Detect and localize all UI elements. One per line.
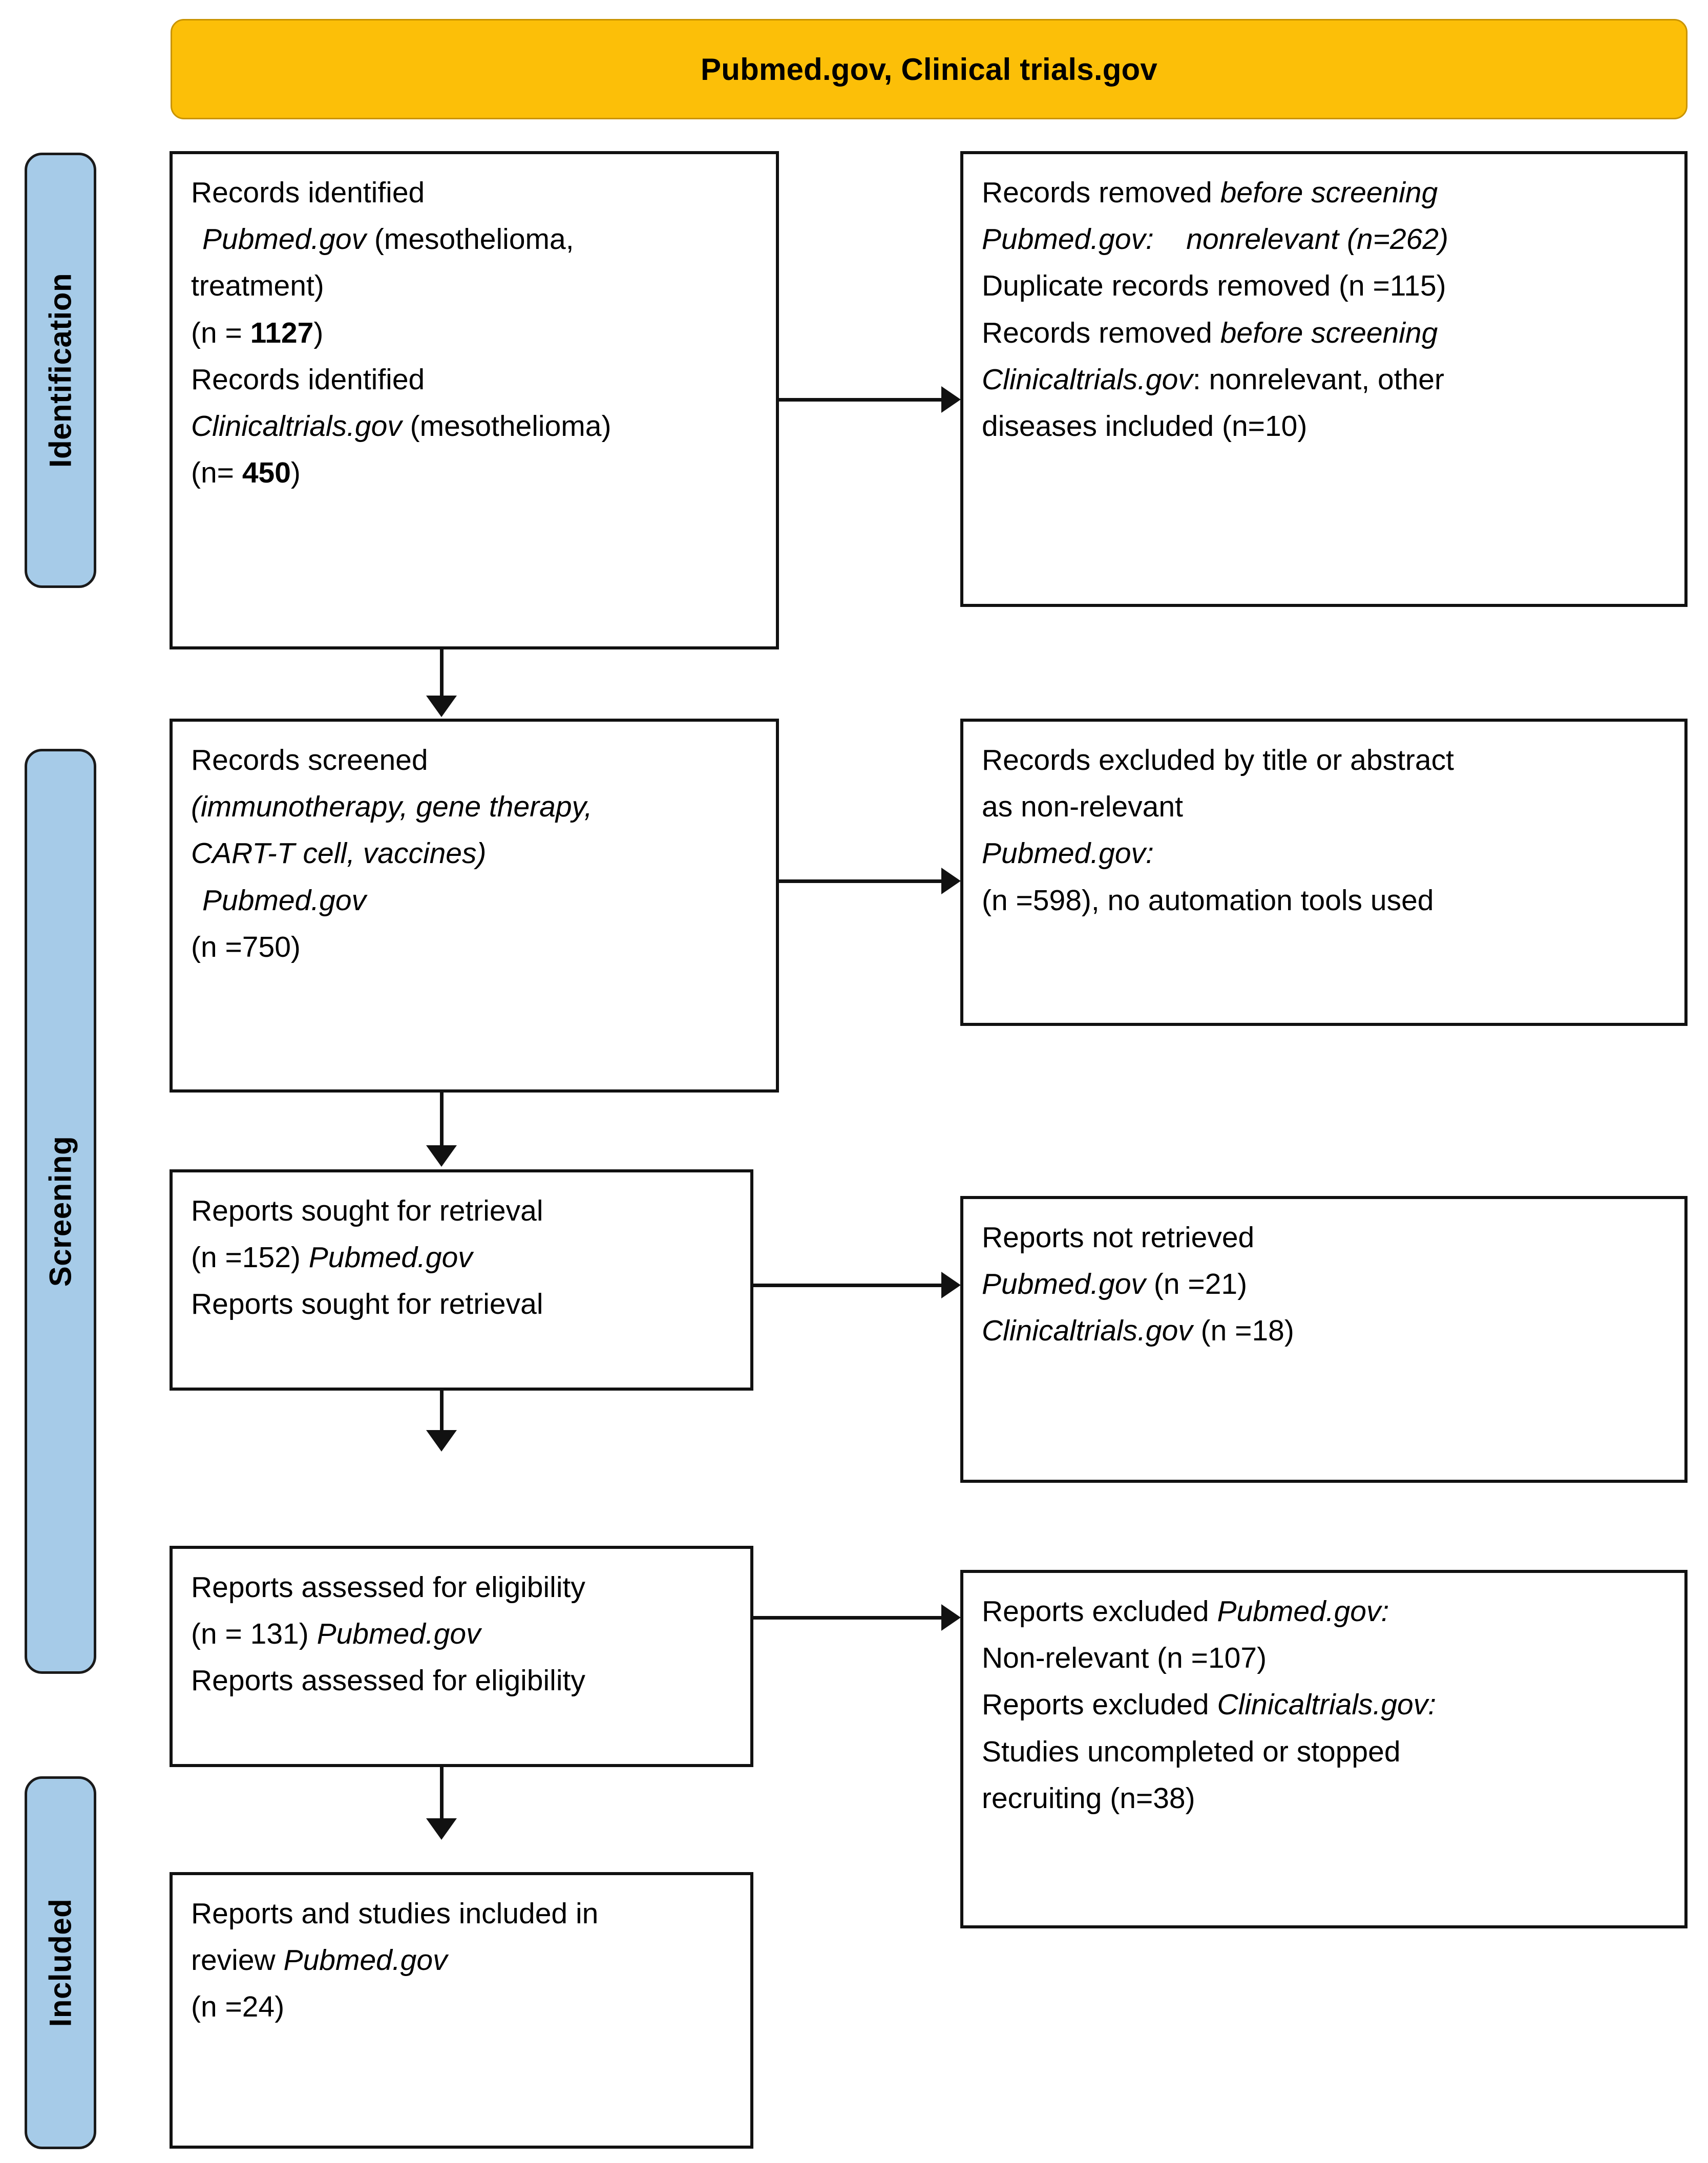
records-excluded-line-2: as non-relevant: [982, 790, 1183, 824]
records-removed-line-2: Pubmed.gov: nonrelevant (n=262): [982, 216, 1666, 263]
source-pubmed: Pubmed.gov: [202, 223, 367, 256]
connector-screened-to-sought: [440, 1093, 444, 1148]
stage-rail-identification: Identification: [25, 153, 96, 588]
source-pubmed: Pubmed.gov: [283, 1944, 448, 1977]
connector-sought-to-not-retrieved: [753, 1284, 943, 1287]
records-identified-line-6: Clinicaltrials.gov (mesothelioma): [191, 409, 611, 443]
reports-assessed-line-3: Reports assessed for eligibility: [191, 1664, 585, 1697]
connector-eligibility-to-included: [440, 1767, 444, 1821]
count-pubmed-nonrelevant: nonrelevant (n=262): [1186, 223, 1449, 256]
included-line-2: review Pubmed.gov: [191, 1944, 448, 1977]
records-identified-line-3: treatment): [191, 269, 324, 303]
reports-assessed-line-1: Reports assessed for eligibility: [191, 1571, 585, 1604]
source-clinicaltrials: Clinicaltrials.gov: [191, 409, 402, 443]
box-reports-assessed-for-eligibility: Reports assessed for eligibility (n = 13…: [170, 1546, 753, 1767]
connector-screened-to-excluded: [779, 879, 943, 883]
records-removed-line-6: diseases included (n=10): [982, 409, 1308, 443]
connector-sought-to-eligibility: [440, 1391, 444, 1433]
source-clinicaltrials: Clinicaltrials.gov:: [1217, 1688, 1437, 1721]
records-excluded-line-4: (n =598), no automation tools used: [982, 884, 1434, 917]
stage-label-included: Included: [43, 1898, 78, 2027]
arrow-identified-to-removed: [941, 386, 961, 413]
records-identified-line-2: Pubmed.gov (mesothelioma,: [202, 223, 574, 256]
records-screened-line-5: (n =750): [191, 930, 301, 963]
records-identified-line-1: Records identified: [191, 176, 425, 209]
reports-excluded-line-1: Reports excluded Pubmed.gov:: [982, 1595, 1389, 1628]
reports-not-retrieved-line-3: Clinicaltrials.gov (n =18): [982, 1314, 1294, 1348]
connector-eligibility-to-excluded: [753, 1616, 943, 1620]
stage-rail-screening: Screening: [25, 749, 96, 1674]
arrow-identified-to-screened: [426, 696, 457, 717]
reports-excluded-line-5: recruiting (n=38): [982, 1781, 1195, 1815]
records-screened-line-4: Pubmed.gov: [191, 877, 757, 924]
source-pubmed: Pubmed.gov:: [1217, 1595, 1389, 1628]
records-screened-line-2: (immunotherapy, gene therapy,: [191, 790, 593, 824]
box-reports-excluded: Reports excluded Pubmed.gov: Non-relevan…: [960, 1570, 1688, 1928]
box-reports-sought-for-retrieval: Reports sought for retrieval (n =152) Pu…: [170, 1169, 753, 1391]
reports-not-retrieved-line-1: Reports not retrieved: [982, 1221, 1255, 1254]
diagram-header-banner: Pubmed.gov, Clinical trials.gov: [171, 19, 1688, 119]
stage-rail-included: Included: [25, 1776, 96, 2149]
source-pubmed: Pubmed.gov: [317, 1618, 481, 1651]
arrow-screened-to-excluded: [941, 868, 961, 894]
box-reports-not-retrieved: Reports not retrieved Pubmed.gov (n =21)…: [960, 1196, 1688, 1483]
connector-identified-to-removed: [779, 398, 943, 402]
records-identified-line-4: (n = 1127): [191, 316, 324, 349]
box-records-excluded-title-abstract: Records excluded by title or abstract as…: [960, 719, 1688, 1026]
count-clinicaltrials-identified: 450: [242, 456, 291, 490]
reports-sought-line-1: Reports sought for retrieval: [191, 1194, 543, 1227]
reports-excluded-line-2: Non-relevant (n =107): [982, 1642, 1267, 1675]
box-records-removed-before-screening: Records removed before screening Pubmed.…: [960, 151, 1688, 607]
records-identified-line-7: (n= 450): [191, 456, 301, 490]
count-pubmed-identified: 1127: [250, 316, 314, 349]
source-pubmed: Pubmed.gov:: [982, 223, 1154, 256]
reports-sought-line-2: (n =152) Pubmed.gov: [191, 1241, 473, 1274]
records-removed-line-5: Clinicaltrials.gov: nonrelevant, other: [982, 363, 1444, 396]
records-removed-line-4: Records removed before screening: [982, 316, 1438, 349]
records-excluded-line-3: Pubmed.gov:: [982, 830, 1666, 877]
arrow-eligibility-to-excluded: [941, 1604, 961, 1631]
banner-title: Pubmed.gov, Clinical trials.gov: [701, 52, 1157, 87]
source-clinicaltrials: Clinicaltrials.gov: [982, 1314, 1193, 1348]
source-pubmed: Pubmed.gov:: [982, 837, 1154, 870]
stage-label-identification: Identification: [43, 272, 78, 468]
source-pubmed: Pubmed.gov: [308, 1241, 473, 1274]
records-identified-line-5: Records identified: [191, 363, 425, 396]
records-removed-line-3: Duplicate records removed (n =115): [982, 269, 1446, 303]
records-screened-line-1: Records screened: [191, 744, 428, 776]
reports-assessed-line-2: (n = 131) Pubmed.gov: [191, 1618, 481, 1651]
reports-sought-line-3: Reports sought for retrieval: [191, 1288, 543, 1321]
connector-identified-to-screened: [440, 649, 444, 698]
box-reports-studies-included: Reports and studies included in review P…: [170, 1872, 753, 2149]
arrow-screened-to-sought: [426, 1145, 457, 1167]
arrow-sought-to-not-retrieved: [941, 1272, 961, 1298]
reports-not-retrieved-line-2: Pubmed.gov (n =21): [982, 1268, 1248, 1301]
reports-excluded-line-4: Studies uncompleted or stopped: [982, 1735, 1401, 1768]
arrow-eligibility-to-included: [426, 1818, 457, 1840]
box-records-identified: Records identified Pubmed.gov (mesotheli…: [170, 151, 779, 649]
records-screened-line-3: CART-T cell, vaccines): [191, 837, 487, 870]
box-records-screened: Records screened (immunotherapy, gene th…: [170, 719, 779, 1093]
stage-label-screening: Screening: [43, 1136, 78, 1287]
records-removed-line-1: Records removed before screening: [982, 176, 1438, 209]
source-pubmed: Pubmed.gov: [202, 884, 367, 917]
included-line-3: (n =24): [191, 1990, 285, 2024]
source-clinicaltrials: Clinicaltrials.gov: [982, 363, 1193, 396]
reports-excluded-line-3: Reports excluded Clinicaltrials.gov:: [982, 1688, 1437, 1721]
included-line-1: Reports and studies included in: [191, 1897, 599, 1930]
records-excluded-line-1: Records excluded by title or abstract: [982, 744, 1454, 776]
arrow-sought-to-eligibility: [426, 1430, 457, 1452]
source-pubmed: Pubmed.gov: [982, 1268, 1146, 1301]
